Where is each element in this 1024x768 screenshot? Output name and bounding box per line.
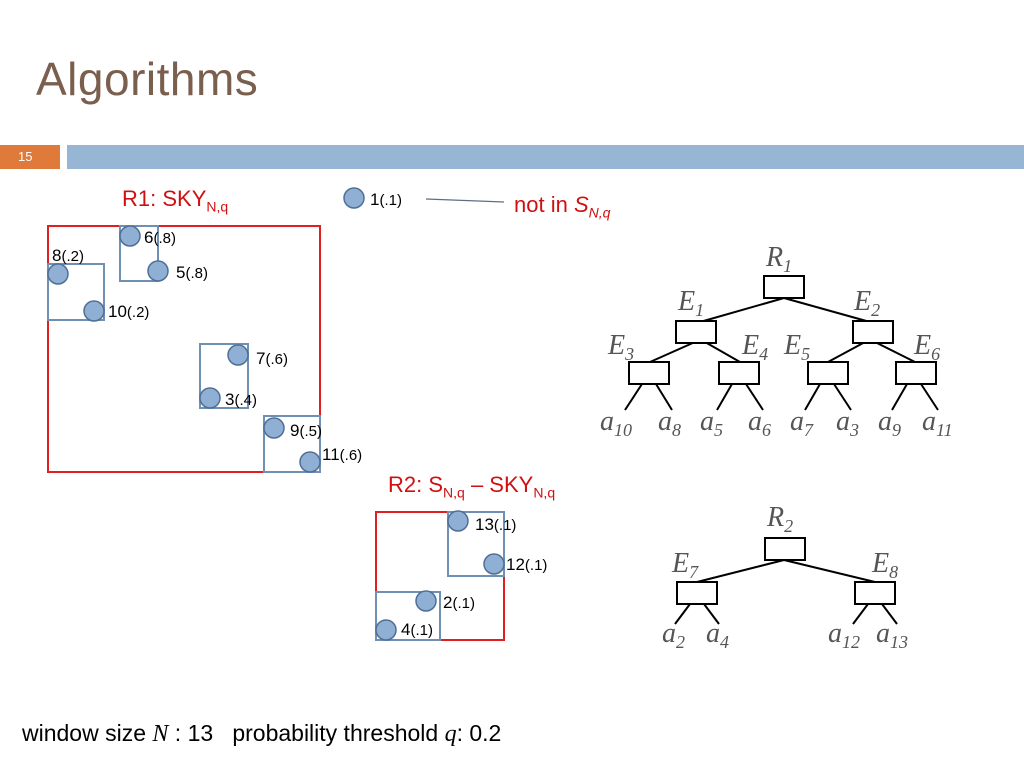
- region-r2-label: R2: SN,q – SKYN,q: [388, 472, 556, 501]
- tree2-e7-label: E7: [671, 548, 699, 582]
- tree1-e6-label: E6: [913, 330, 940, 364]
- tree1-e5-node: [807, 361, 849, 385]
- tree2-e8-label: E8: [871, 548, 898, 582]
- mbr-6-5: [119, 225, 159, 282]
- tree-r1: [624, 275, 939, 411]
- mbr-8-10: [47, 263, 105, 321]
- mbr-13-12: [447, 511, 505, 577]
- not-in-connector-line: [425, 198, 505, 203]
- tree1-root-node: [763, 275, 805, 299]
- tree1-leaf-a9: a9: [878, 406, 901, 440]
- mbr-2-4: [375, 591, 441, 641]
- point-label-2: 2(.1): [443, 593, 475, 612]
- point-label-6: 6(.8): [144, 228, 176, 247]
- tree2-leaf-a13: a13: [876, 618, 908, 652]
- mbr-9-11: [263, 415, 321, 473]
- point-label-12: 12(.1): [506, 555, 548, 574]
- tree1-e3-label: E3: [607, 330, 634, 364]
- tree2-leaf-a4: a4: [706, 618, 729, 652]
- region-r1-label: R1: SKYN,q: [122, 186, 229, 215]
- tree2-e8-node: [854, 581, 896, 605]
- point-13: [447, 510, 469, 532]
- tree1-root-label: R1: [765, 242, 792, 276]
- tree1-e6-node: [895, 361, 937, 385]
- point-label-10: 10(.2): [108, 302, 150, 321]
- point-12: [483, 553, 505, 575]
- point-7: [227, 344, 249, 366]
- tree-r2: [674, 537, 898, 625]
- point-label-5: 5(.8): [176, 263, 208, 282]
- point-label-7: 7(.6): [256, 349, 288, 368]
- tree1-leaf-a8: a8: [658, 406, 681, 440]
- tree1-leaf-a3: a3: [836, 406, 859, 440]
- point-label-1: 1(.1): [370, 190, 402, 209]
- point-label-3: 3(.4): [225, 390, 257, 409]
- tree1-e2-node: [852, 320, 894, 344]
- point-label-4: 4(.1): [401, 620, 433, 639]
- tree1-leaf-a5: a5: [700, 406, 723, 440]
- tree1-e3-node: [628, 361, 670, 385]
- tree2-leaf-a2: a2: [662, 618, 685, 652]
- point-label-11: 11(.6): [322, 445, 363, 464]
- point-label-9: 9(.5): [290, 421, 322, 440]
- point-11: [299, 451, 321, 473]
- slide-number-badge: 15: [0, 145, 60, 169]
- tree1-e1-label: E1: [677, 286, 704, 320]
- tree1-leaf-a7: a7: [790, 406, 814, 440]
- tree1-e2-label: E2: [853, 286, 880, 320]
- tree2-e7-node: [676, 581, 718, 605]
- point-5: [147, 260, 169, 282]
- point-4: [375, 619, 397, 641]
- region-r1-box: [47, 225, 321, 473]
- point-2: [415, 590, 437, 612]
- point-1: [343, 187, 365, 209]
- slide-title: Algorithms: [36, 53, 259, 105]
- tree1-e5-label: E5: [783, 330, 810, 364]
- not-in-skyline-label: not in SN,q: [514, 192, 611, 221]
- point-3: [199, 387, 221, 409]
- tree2-leaf-a12: a12: [828, 618, 860, 652]
- tree1-e4-node: [718, 361, 760, 385]
- tree1-e1-node: [675, 320, 717, 344]
- point-label-13: 13(.1): [475, 515, 517, 534]
- parameters-footer: window size N : 13 probability threshold…: [22, 720, 502, 747]
- point-10: [83, 300, 105, 322]
- tree1-leaf-a6: a6: [748, 406, 771, 440]
- mbr-7-3: [199, 343, 249, 409]
- tree2-root-node: [764, 537, 806, 561]
- point-9: [263, 417, 285, 439]
- tree2-root-label: R2: [766, 502, 793, 536]
- header-divider-bar: [67, 145, 1024, 169]
- point-8: [47, 263, 69, 285]
- slide-number: 15: [18, 149, 33, 164]
- tree1-leaf-a10: a10: [600, 406, 632, 440]
- tree1-e4-label: E4: [741, 330, 768, 364]
- point-label-8: 8(.2): [52, 246, 84, 265]
- tree1-leaf-a11: a11: [922, 406, 953, 440]
- point-6: [119, 225, 141, 247]
